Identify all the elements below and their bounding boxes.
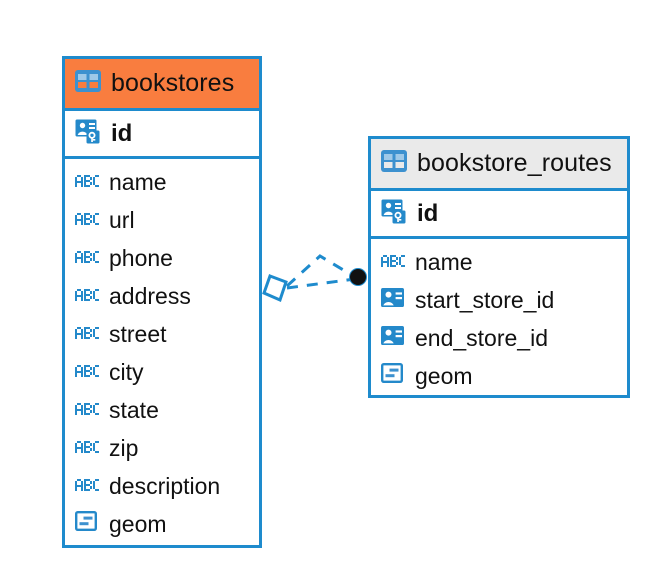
primary-key-badge-icon — [75, 118, 101, 149]
abc-text-icon — [75, 173, 99, 192]
field-name: geom — [109, 510, 167, 537]
field-row-state[interactable]: state — [65, 391, 259, 429]
relationship-line-lower — [286, 277, 356, 290]
field-name: url — [109, 206, 135, 233]
entity-title: bookstore_routes — [417, 149, 612, 177]
field-name: phone — [109, 244, 173, 271]
field-list-bookstores: name url — [65, 159, 259, 549]
entity-table-bookstore-routes[interactable]: bookstore_routes id — [368, 136, 630, 398]
table-grid-icon — [381, 150, 407, 177]
abc-text-icon — [75, 287, 99, 306]
field-name: street — [109, 320, 167, 347]
field-row-street[interactable]: street — [65, 315, 259, 353]
relationship-line-upper — [285, 254, 356, 288]
abc-text-icon — [75, 325, 99, 344]
abc-text-icon — [75, 211, 99, 230]
table-grid-icon — [75, 70, 101, 97]
foreign-key-badge-icon — [381, 325, 405, 351]
relationship-circle-marker — [349, 268, 367, 286]
foreign-key-badge-icon — [381, 287, 405, 313]
field-row-id[interactable]: id — [65, 111, 259, 159]
field-row-description[interactable]: description — [65, 467, 259, 505]
entity-header-bookstore-routes[interactable]: bookstore_routes — [371, 139, 627, 191]
field-row-address[interactable]: address — [65, 277, 259, 315]
field-row-city[interactable]: city — [65, 353, 259, 391]
entity-header-bookstores[interactable]: bookstores — [65, 59, 259, 111]
field-row-url[interactable]: url — [65, 201, 259, 239]
field-name: city — [109, 358, 144, 385]
field-name: id — [417, 199, 439, 227]
field-name: state — [109, 396, 159, 423]
relationship-diamond-marker — [262, 274, 288, 303]
field-name: name — [109, 168, 167, 195]
abc-text-icon — [75, 477, 99, 496]
abc-text-icon — [381, 253, 405, 272]
field-name: geom — [415, 362, 473, 389]
field-row-phone[interactable]: phone — [65, 239, 259, 277]
field-row-id[interactable]: id — [371, 191, 627, 239]
field-row-name[interactable]: name — [371, 243, 627, 281]
abc-text-icon — [75, 363, 99, 382]
geometry-icon — [75, 510, 99, 538]
field-row-name[interactable]: name — [65, 163, 259, 201]
entity-table-bookstores[interactable]: bookstores id — [62, 56, 262, 548]
entity-title: bookstores — [111, 69, 235, 97]
abc-text-icon — [75, 439, 99, 458]
abc-text-icon — [75, 249, 99, 268]
field-row-start-store-id[interactable]: start_store_id — [371, 281, 627, 319]
field-name: end_store_id — [415, 324, 548, 351]
field-name: name — [415, 248, 473, 275]
field-name: description — [109, 472, 221, 499]
primary-key-badge-icon — [381, 198, 407, 229]
geometry-icon — [381, 362, 405, 390]
field-name: id — [111, 119, 133, 147]
abc-text-icon — [75, 401, 99, 420]
field-row-geom[interactable]: geom — [371, 357, 627, 395]
field-name: start_store_id — [415, 286, 555, 313]
field-name: address — [109, 282, 191, 309]
field-name: zip — [109, 434, 139, 461]
field-row-geom[interactable]: geom — [65, 505, 259, 543]
field-row-end-store-id[interactable]: end_store_id — [371, 319, 627, 357]
field-row-zip[interactable]: zip — [65, 429, 259, 467]
field-list-bookstore-routes: name start_store_id — [371, 239, 627, 401]
